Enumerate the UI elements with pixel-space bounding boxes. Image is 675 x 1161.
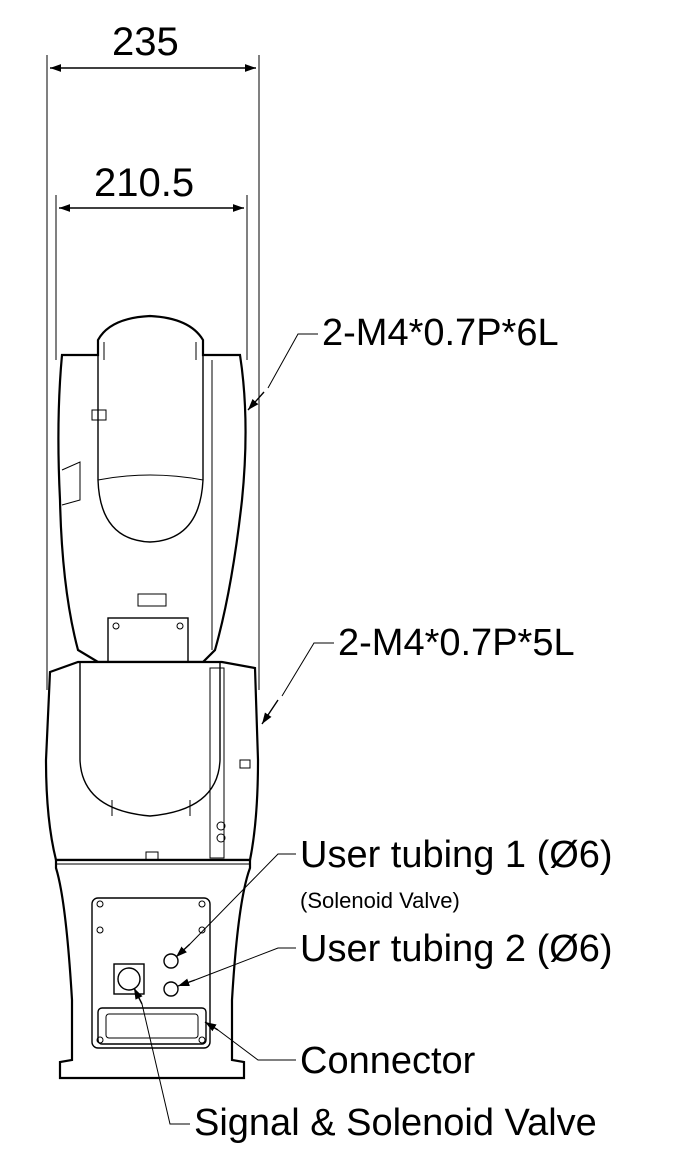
tubing-fittings <box>163 953 179 997</box>
dimension-210-5 <box>55 195 248 360</box>
dimension-inner-width-label: 210.5 <box>94 161 195 205</box>
leader-user-tubing-1 <box>175 853 296 958</box>
user-tubing-2-label: User tubing 2 (Ø6) <box>300 928 613 970</box>
leader-user-tubing-2 <box>177 947 296 987</box>
dimension-235 <box>46 55 260 690</box>
user-tubing-1-note: (Solenoid Valve) <box>300 888 460 913</box>
signal-connector <box>113 963 145 995</box>
user-tubing-1-label: User tubing 1 (Ø6) <box>300 834 613 876</box>
leader-signal-solenoid <box>133 987 190 1125</box>
connector-label: Connector <box>300 1040 476 1082</box>
screw-upper-label: 2-M4*0.7P*6L <box>322 312 559 354</box>
leader-screw-lower <box>261 642 334 725</box>
signal-solenoid-label: Signal & Solenoid Valve <box>194 1102 597 1144</box>
upper-arm <box>57 314 247 701</box>
robot-base <box>54 851 252 1080</box>
leader-connector <box>204 1021 296 1061</box>
leader-screw-upper <box>247 333 318 411</box>
dimension-overall-width-label: 235 <box>112 20 179 64</box>
lower-arm <box>44 660 260 862</box>
screw-lower-label: 2-M4*0.7P*5L <box>338 622 575 664</box>
